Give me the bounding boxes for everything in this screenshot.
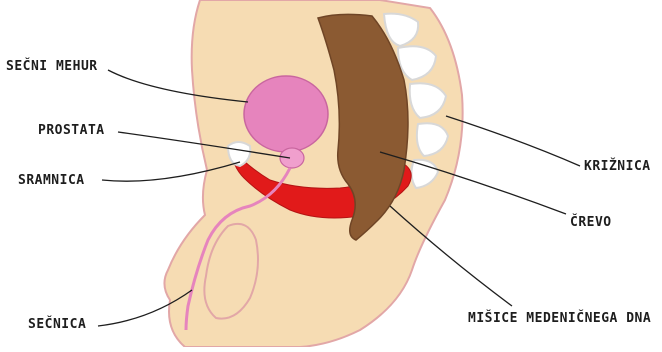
- label-pubic-bone: SRAMNICA: [18, 174, 85, 187]
- leader-line-sacrum: [446, 116, 580, 166]
- label-urethra: SEČNICA: [28, 318, 86, 331]
- label-bladder: SEČNI MEHUR: [6, 60, 98, 73]
- label-bowel: ČREVO: [570, 216, 612, 229]
- label-sacrum: KRIŽNICA: [584, 160, 651, 173]
- prostate: [280, 148, 304, 168]
- label-pelvic-floor-muscles: MIŠICE MEDENIČNEGA DNA: [468, 312, 651, 325]
- bladder: [244, 76, 328, 152]
- label-prostate: PROSTATA: [38, 124, 105, 137]
